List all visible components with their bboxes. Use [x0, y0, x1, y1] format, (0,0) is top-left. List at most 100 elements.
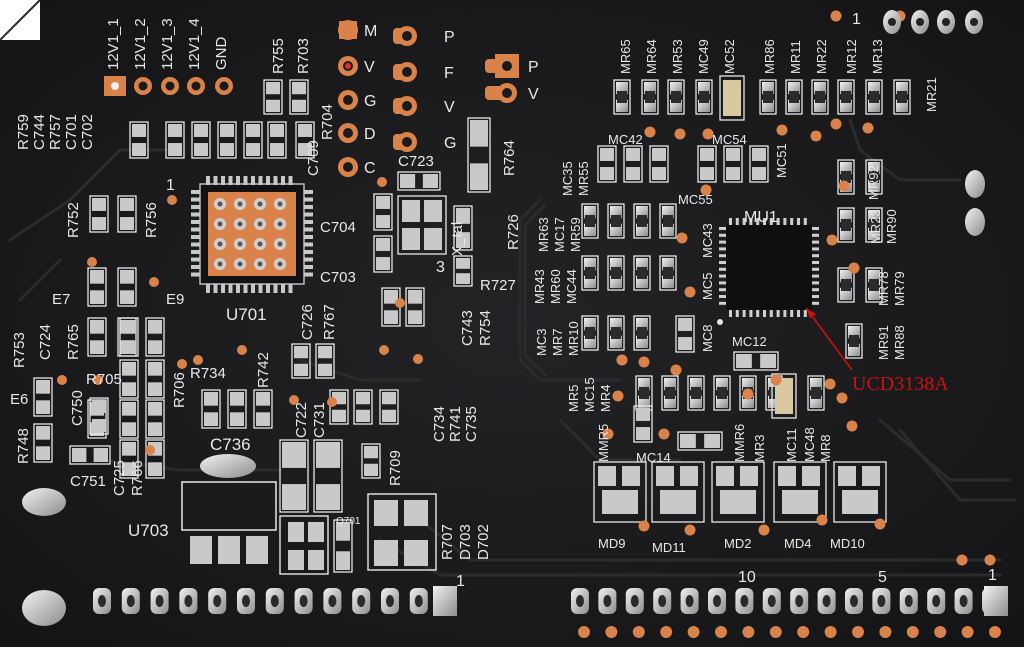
- via-hole: [277, 241, 283, 247]
- component-label: MC3: [534, 329, 549, 356]
- pin-label: P: [528, 59, 539, 76]
- via: [676, 232, 688, 244]
- gold-ring-pad: [338, 90, 358, 110]
- component-label: MR5: [566, 385, 581, 412]
- component-label: R727: [480, 277, 516, 294]
- component-label: MR91: [876, 325, 891, 360]
- via: [93, 375, 103, 385]
- header-label: GND: [213, 37, 230, 71]
- smd-footprint: [695, 79, 713, 115]
- component-label: MD9: [598, 536, 625, 551]
- pin-label: G: [364, 93, 376, 110]
- component-label: MR60: [548, 269, 563, 304]
- via: [984, 554, 996, 566]
- smd-footprint: [145, 399, 165, 439]
- red-pin: [345, 63, 351, 69]
- smd-footprint: [165, 121, 185, 159]
- md-footprint: [651, 461, 705, 523]
- component-label: R705: [86, 371, 122, 388]
- component-label: MC8: [700, 325, 715, 352]
- smd-footprint: [315, 343, 335, 379]
- pin-number: 3: [436, 259, 445, 276]
- bottom-via: [715, 626, 727, 638]
- smd-footprint: [865, 79, 883, 115]
- component-label: MR13: [870, 39, 885, 74]
- bottom-via: [879, 626, 892, 638]
- bottom-via: [769, 626, 782, 638]
- pin-number: 1: [852, 11, 861, 28]
- header-pin-hole: [386, 595, 394, 607]
- component-label: MR43: [532, 269, 547, 304]
- smd-footprint: [837, 267, 855, 303]
- md-footprint: [593, 461, 647, 523]
- via: [57, 375, 67, 385]
- via: [848, 262, 860, 274]
- smd-footprint: [759, 79, 777, 115]
- component-label: R766: [129, 460, 146, 496]
- bottom-via: [578, 626, 590, 638]
- via: [816, 514, 828, 526]
- component-label: R726: [505, 214, 522, 250]
- smd-footprint: [145, 359, 165, 399]
- xtal-pad: [402, 200, 420, 222]
- via: [758, 524, 770, 536]
- smd-footprint: [613, 79, 631, 115]
- component-label: E9: [166, 291, 184, 308]
- smd-footprint: [119, 359, 139, 399]
- q701-pad: [308, 550, 324, 570]
- via: [327, 397, 337, 407]
- component-label: C735: [463, 406, 480, 442]
- via: [810, 130, 822, 142]
- smd-footprint: [69, 445, 111, 465]
- mc52-body: [723, 80, 741, 116]
- xtal-pad: [424, 200, 442, 222]
- component-label: MR3: [752, 435, 767, 462]
- component-label: R752: [65, 202, 82, 238]
- component-label: C743: [459, 310, 476, 346]
- component-label: R706: [171, 372, 188, 408]
- component-label: MR90: [884, 209, 899, 244]
- pin-label: F: [444, 65, 454, 82]
- component-label: C725: [111, 460, 128, 496]
- component-label: MC55: [678, 192, 713, 207]
- smd-footprint: [217, 121, 237, 159]
- gold-ring-pad: [397, 62, 417, 82]
- component-label: MR92: [866, 165, 881, 200]
- component-label: MMR6: [732, 424, 747, 462]
- smd-footprint: [119, 399, 139, 439]
- smd-footprint: [313, 439, 343, 513]
- header-pin-hole: [822, 595, 831, 607]
- component-label: E6: [10, 391, 28, 408]
- via: [638, 356, 650, 368]
- header-pin-hole: [270, 595, 279, 607]
- mc48-body: [775, 378, 793, 414]
- component-label: C709: [305, 140, 322, 176]
- smd-footprint: [373, 235, 393, 273]
- header-pin-hole: [328, 595, 337, 607]
- gold-ring-pad: [338, 123, 358, 143]
- component-label: MMR5: [596, 424, 611, 462]
- component-label: MR22: [814, 39, 829, 74]
- via-hole: [277, 261, 283, 267]
- smd-footprint: [597, 145, 617, 183]
- mount-hole: [965, 208, 985, 236]
- smd-footprint: [453, 205, 473, 251]
- u703-pad: [218, 536, 240, 564]
- component-label: MR55: [576, 161, 591, 196]
- smd-footprint: [129, 121, 149, 159]
- gold-ring-pad: [397, 132, 417, 152]
- via: [830, 10, 842, 22]
- smd-footprint: [295, 121, 315, 159]
- header-label: 12V1_4: [186, 18, 203, 70]
- u703-outline: [181, 481, 277, 531]
- via: [670, 364, 682, 376]
- via-hole: [277, 201, 283, 207]
- bottom-via: [605, 626, 618, 638]
- smd-footprint: [607, 203, 625, 239]
- via-hole: [257, 221, 263, 227]
- component-label: MR10: [566, 321, 581, 356]
- bottom-via: [906, 626, 919, 638]
- header-pin-hole: [740, 595, 749, 607]
- pin-hole-center: [942, 18, 950, 26]
- via: [638, 520, 650, 532]
